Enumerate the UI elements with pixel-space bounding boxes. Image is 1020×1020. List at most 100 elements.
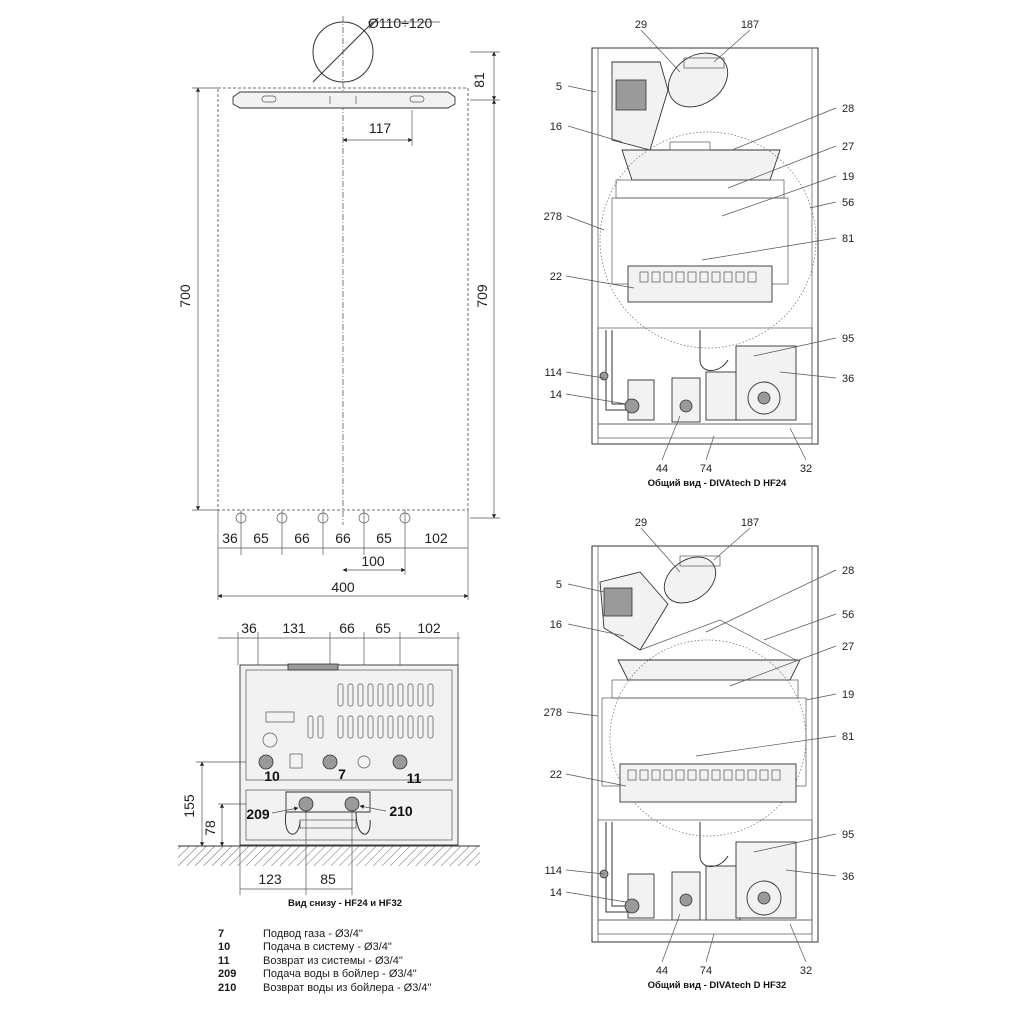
callout-187-b: 187 <box>741 517 759 529</box>
callout-19: 19 <box>842 171 854 183</box>
dim-155: 155 <box>181 794 197 818</box>
combustion-circle-hf24 <box>599 131 817 349</box>
front-dimension-view: Ø110÷120 81 117 700 709 <box>177 15 500 600</box>
legend-text: Возврат воды из бойлера - Ø3/4" <box>263 981 432 994</box>
legend-text: Подача в систему - Ø3/4" <box>263 941 392 954</box>
boiler-outline <box>217 87 469 511</box>
dim-81: 81 <box>471 72 487 88</box>
legend-row: 11 Возврат из системы - Ø3/4" <box>218 955 431 968</box>
caption-hf32: Общий вид - DIVAtech D HF32 <box>648 980 787 991</box>
callout-16: 16 <box>550 121 562 133</box>
legend-text: Подача воды в бойлер - Ø3/4" <box>263 968 417 981</box>
boiler-casing-bottom <box>239 664 459 846</box>
callout-56-b: 56 <box>842 609 854 621</box>
dim-bottom-0: 36 <box>222 530 238 546</box>
fitting-11 <box>392 754 408 770</box>
callout-44: 44 <box>656 463 668 475</box>
callout-95: 95 <box>842 333 854 345</box>
callout-32-b: 32 <box>800 965 812 977</box>
callout-44-b: 44 <box>656 965 668 977</box>
connection-legend: 7 Подвод газа - Ø3/4" 10 Подача в систему … <box>218 928 431 995</box>
dim-123: 123 <box>258 871 282 887</box>
casing-hf32 <box>591 545 819 943</box>
heat-exchanger-hf32 <box>611 679 799 699</box>
fitting-210 <box>344 796 360 812</box>
legend-key: 10 <box>218 941 231 954</box>
fitting-10 <box>258 754 274 770</box>
dim-bottom-4: 65 <box>376 530 392 546</box>
callout-278-b: 278 <box>544 707 562 719</box>
legend-row: 10 Подача в систему - Ø3/4" <box>218 941 431 954</box>
callout-27: 27 <box>842 141 854 153</box>
legend-row: 209 Подача воды в бойлер - Ø3/4" <box>218 968 431 981</box>
callout-27-b: 27 <box>842 641 854 653</box>
dim-400: 400 <box>331 579 355 595</box>
callout-95-b: 95 <box>842 829 854 841</box>
callout-19-b: 19 <box>842 689 854 701</box>
legend-text: Подвод газа - Ø3/4" <box>263 928 363 940</box>
floor-hatch <box>178 846 480 866</box>
callout-14: 14 <box>550 389 562 401</box>
combustion-circle-hf32 <box>609 639 807 837</box>
legend-key: 11 <box>218 954 230 967</box>
dim-78: 78 <box>202 820 218 836</box>
dim-top-1: 131 <box>282 620 306 636</box>
dim-bottom-1: 65 <box>253 530 269 546</box>
callout-114-b: 114 <box>544 865 562 877</box>
dim-700: 700 <box>177 284 193 308</box>
callout-114: 114 <box>544 367 562 379</box>
flue-diameter-label: Ø110÷120 <box>368 15 432 31</box>
callout-36-b: 36 <box>842 871 854 883</box>
fitting-7 <box>322 754 338 770</box>
legend-key: 209 <box>218 968 237 981</box>
fitting-209 <box>298 796 314 812</box>
legend-key: 7 <box>218 928 225 940</box>
callout-278: 278 <box>544 211 562 223</box>
callout-22-b: 22 <box>550 769 562 781</box>
dim-top-0: 36 <box>241 620 257 636</box>
heat-exchanger-hf24 <box>615 179 785 199</box>
callout-32: 32 <box>800 463 812 475</box>
callout-29: 29 <box>635 19 647 31</box>
casing-hf24 <box>591 47 819 445</box>
conn-11-label: 11 <box>407 770 422 786</box>
callout-74-b: 74 <box>700 965 712 977</box>
conn-209-label: 209 <box>246 806 270 822</box>
conn-7-label: 7 <box>338 766 346 782</box>
callout-22: 22 <box>550 271 562 283</box>
bottom-connection-marks <box>217 510 469 600</box>
legend-row: 7 Подвод газа - Ø3/4" <box>218 928 431 941</box>
general-view-hf24: 29 187 5 16 28 27 19 56 278 81 22 95 114… <box>544 19 855 489</box>
dim-bottom-5: 102 <box>424 530 448 546</box>
conn-10-label: 10 <box>264 768 280 784</box>
vent-slots <box>307 683 434 739</box>
burner-hf24 <box>627 265 773 303</box>
dim-top-3: 65 <box>375 620 391 636</box>
conn-210-label: 210 <box>389 803 413 819</box>
callout-74: 74 <box>700 463 712 475</box>
general-view-hf32: 29 187 5 28 16 56 27 19 278 81 22 95 114… <box>544 517 855 991</box>
dim-117: 117 <box>369 120 392 136</box>
callout-14-b: 14 <box>550 887 562 899</box>
callout-16-b: 16 <box>550 619 562 631</box>
callout-29-b: 29 <box>635 517 647 529</box>
callout-28-b: 28 <box>842 565 854 577</box>
callout-187: 187 <box>741 19 759 31</box>
legend-text: Возврат из системы - Ø3/4" <box>263 954 403 967</box>
dim-709: 709 <box>474 284 490 308</box>
callout-5-b: 5 <box>556 579 562 591</box>
callout-28: 28 <box>842 103 854 115</box>
callout-81-b: 81 <box>842 731 854 743</box>
dim-top-4: 102 <box>417 620 441 636</box>
dim-85: 85 <box>320 871 336 887</box>
legend-row: 210 Возврат воды из бойлера - Ø3/4" <box>218 982 431 995</box>
caption-hf24: Общий вид - DIVAtech D HF24 <box>648 478 787 489</box>
bottom-view-caption: Вид снизу - HF24 и HF32 <box>288 898 402 909</box>
callout-36: 36 <box>842 373 854 385</box>
dim-100: 100 <box>361 553 385 569</box>
dim-bottom-3: 66 <box>335 530 351 546</box>
bottom-view: 36 131 66 65 102 <box>178 620 480 909</box>
legend-key: 210 <box>218 981 237 994</box>
callout-5: 5 <box>556 81 562 93</box>
